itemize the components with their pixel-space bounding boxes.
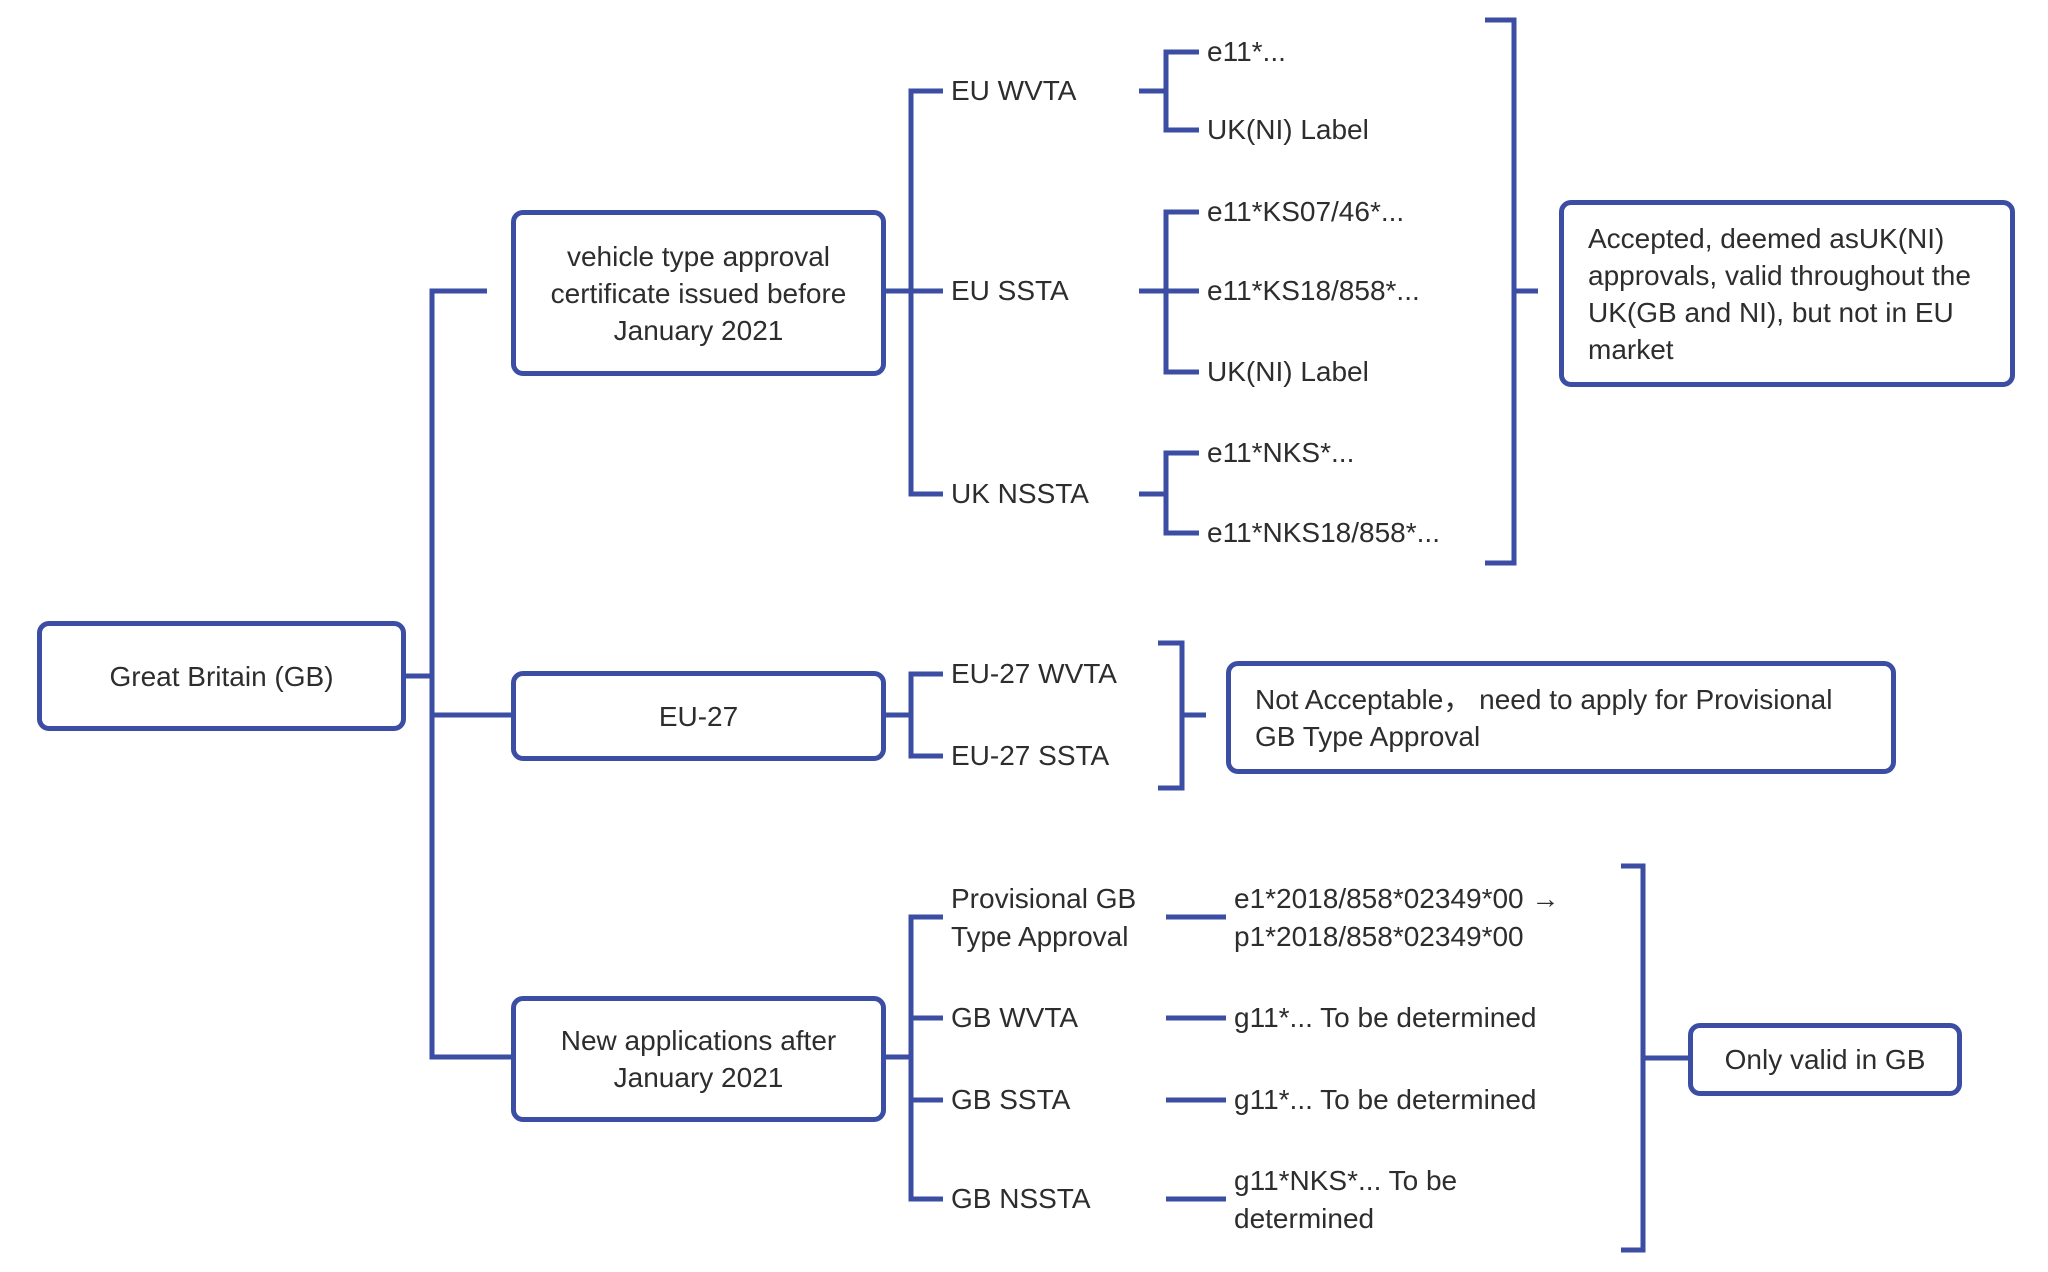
new-item-detail: e1*2018/858*02349*00 → p1*2018/858*02349… bbox=[1234, 883, 1560, 952]
pre2021-bracket bbox=[1485, 17, 1517, 566]
eu27-outcome-text: Not Acceptable， need to apply for Provis… bbox=[1255, 683, 1833, 752]
uk-nssta-spine bbox=[1163, 450, 1199, 536]
eu-ssta-item: e11*KS18/858*... bbox=[1207, 275, 1420, 306]
new-applications-node: New applications after January 2021 bbox=[511, 996, 886, 1122]
eu-ssta-item: e11*KS07/46*... bbox=[1207, 196, 1405, 227]
new-item-detail: g11*NKS*... To be determined bbox=[1234, 1165, 1458, 1234]
uk-nssta-item: e11*NKS18/858*... bbox=[1207, 517, 1440, 548]
eu27-outcome: Not Acceptable， need to apply for Provis… bbox=[1226, 661, 1896, 774]
root-label: Great Britain (GB) bbox=[109, 660, 334, 692]
new-outcome: Only valid in GB bbox=[1688, 1023, 1962, 1096]
uk-nssta-item: e11*NKS*... bbox=[1207, 437, 1355, 468]
eu-wvta-item: UK(NI) Label bbox=[1207, 114, 1369, 145]
eu-ssta-label: EU SSTA bbox=[951, 275, 1069, 306]
eu27-bracket bbox=[1158, 640, 1185, 791]
new-applications-label: New applications after January 2021 bbox=[560, 1025, 837, 1093]
eu-wvta-item: e11*... bbox=[1207, 36, 1286, 67]
eu27-node: EU-27 bbox=[511, 671, 886, 761]
new-outcome-text: Only valid in GB bbox=[1724, 1044, 1926, 1075]
pre2021-outcome: Accepted, deemed asUK(NI) approvals, val… bbox=[1559, 200, 2015, 387]
new-item-detail: g11*... To be determined bbox=[1234, 1002, 1537, 1033]
eu27-item: EU-27 WVTA bbox=[951, 658, 1117, 689]
root-node: Great Britain (GB) bbox=[37, 621, 406, 731]
pre2021-node: vehicle type approval certificate issued… bbox=[511, 210, 886, 376]
pre2021-label: vehicle type approval certificate issued… bbox=[550, 240, 847, 346]
eu-wvta-label: EU WVTA bbox=[951, 75, 1077, 106]
level1-spine bbox=[429, 288, 511, 1060]
new-bracket bbox=[1621, 863, 1646, 1253]
new-item-detail: g11*... To be determined bbox=[1234, 1084, 1537, 1115]
pre2021-outcome-text: Accepted, deemed asUK(NI) approvals, val… bbox=[1588, 222, 1971, 365]
eu-ssta-item: UK(NI) Label bbox=[1207, 356, 1369, 387]
eu-wvta-spine bbox=[1163, 49, 1199, 133]
uk-nssta-label: UK NSSTA bbox=[951, 478, 1089, 509]
eu27-spine bbox=[908, 671, 943, 759]
new-item-label: GB WVTA bbox=[951, 1002, 1079, 1033]
new-item-label: GB NSSTA bbox=[951, 1183, 1091, 1214]
new-item-label: Provisional GB Type Approval bbox=[951, 883, 1137, 952]
eu27-label: EU-27 bbox=[658, 700, 739, 732]
new-item-label: GB SSTA bbox=[951, 1084, 1071, 1115]
new-spine bbox=[908, 914, 943, 1202]
eu27-item: EU-27 SSTA bbox=[951, 740, 1110, 771]
